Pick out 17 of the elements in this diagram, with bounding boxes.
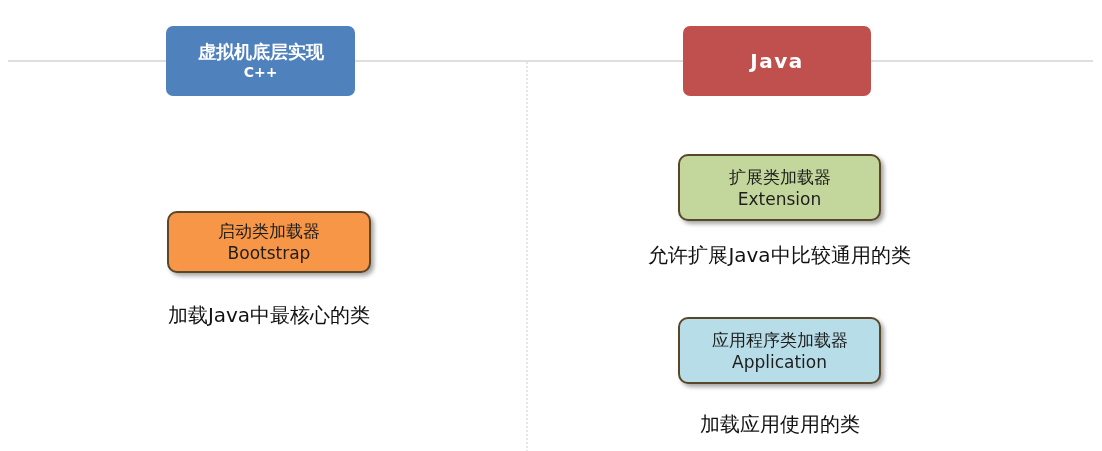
description-text: 加载Java中最核心的类 (167, 302, 371, 329)
node-title: 应用程序类加载器 (711, 328, 848, 351)
description-text: 允许扩展Java中比较通用的类 (648, 242, 911, 269)
node-subtitle: Bootstrap (227, 242, 311, 264)
node-title: 启动类加载器 (218, 220, 320, 242)
class-loader-box (167, 211, 371, 273)
column-header (166, 26, 355, 96)
node-subtitle: Extension (737, 187, 822, 210)
column-header (683, 26, 871, 96)
description-text: 加载应用使用的类 (699, 411, 860, 438)
node-title: 虚拟机底层实现 (197, 40, 324, 63)
node-title: Java (750, 48, 804, 74)
class-loader-box (678, 317, 881, 384)
node-subtitle: C++ (243, 63, 278, 82)
class-loader-box (678, 154, 881, 221)
node-title: 扩展类加载器 (728, 165, 831, 188)
node-subtitle: Application (732, 350, 827, 373)
